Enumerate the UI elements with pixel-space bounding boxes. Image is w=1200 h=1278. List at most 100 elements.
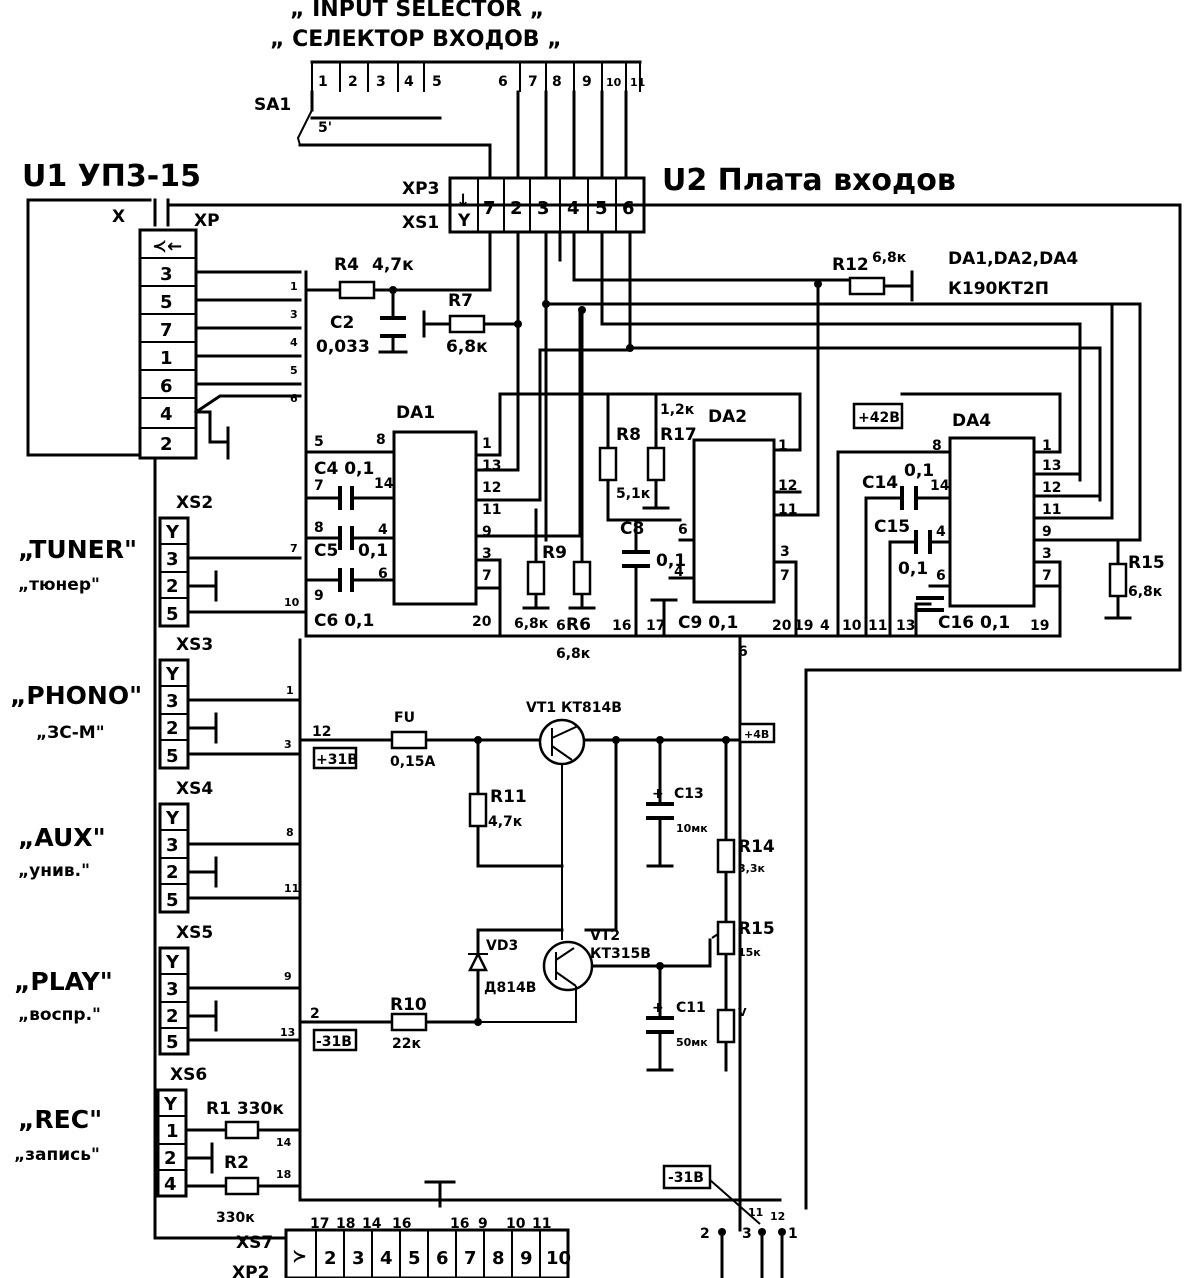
c8-val: 0,1 <box>656 551 686 571</box>
svg-text:7: 7 <box>780 568 790 584</box>
r10-ref: R10 <box>390 995 427 1015</box>
svg-text:5: 5 <box>166 890 179 911</box>
svg-text:3: 3 <box>166 835 179 856</box>
xs1-pin-4: 4 <box>567 198 580 219</box>
ic-da2: DA2 1 12 11 3 7 6 4 17 C9 0,1 20 19 4 6 <box>556 398 830 638</box>
da4-label: DA4 <box>952 411 991 431</box>
r8-r17-c8: R8 5,1к 1,2к R17 C8 0,1 16 <box>598 392 697 638</box>
svg-text:12: 12 <box>312 724 331 740</box>
svg-text:13: 13 <box>280 1026 295 1039</box>
svg-text:1: 1 <box>286 684 294 697</box>
svg-text:Y: Y <box>165 808 180 829</box>
r9-r6: R9 6,8к R6 6,8к <box>514 508 596 662</box>
svg-text:5: 5 <box>314 434 324 450</box>
sa1-pin-9: 9 <box>582 74 592 90</box>
input-rec-en: „REC" <box>18 1105 102 1134</box>
svg-text:16: 16 <box>612 618 631 634</box>
r17-ref: R17 <box>660 425 697 445</box>
sa1-mark: 5' <box>318 120 332 136</box>
ic-type: К190КТ2П <box>948 279 1049 299</box>
r2-val: 330к <box>216 1210 255 1226</box>
svg-text:11: 11 <box>1042 502 1061 518</box>
svg-text:8: 8 <box>376 432 386 448</box>
u1-block: X XP ≺← 3 5 7 1 6 4 2 1 3 4 5 6 <box>26 198 1182 460</box>
c16-label: C16 0,1 <box>938 613 1010 633</box>
svg-text:4: 4 <box>936 524 946 540</box>
svg-text:14: 14 <box>930 478 950 494</box>
svg-text:8: 8 <box>314 520 324 536</box>
svg-text:18: 18 <box>276 1168 291 1181</box>
svg-text:8: 8 <box>492 1248 505 1269</box>
r2-ref: R2 <box>224 1153 249 1173</box>
r9-ref: R9 <box>542 543 567 563</box>
xp-pin-3: 3 <box>160 264 173 285</box>
svg-text:2: 2 <box>166 1006 179 1027</box>
c2-val: 0,033 <box>316 337 370 357</box>
svg-text:13: 13 <box>896 618 915 634</box>
svg-text:3: 3 <box>284 738 292 751</box>
c11-ref: C11 <box>676 1000 706 1016</box>
svg-text:4: 4 <box>290 336 298 349</box>
input-tuner-ru: „тюнер" <box>18 575 100 595</box>
svg-text:7: 7 <box>314 478 324 494</box>
svg-text:14: 14 <box>276 1136 292 1149</box>
xs2: XS2 Y 3 2 5 7 10 <box>158 493 308 628</box>
r6-ref: R6 <box>566 615 591 635</box>
svg-text:3: 3 <box>166 549 179 570</box>
svg-text:5: 5 <box>166 604 179 625</box>
svg-text:V: V <box>738 1006 747 1019</box>
xs6-label: XS6 <box>170 1065 207 1085</box>
vd3-ref: VD3 <box>486 938 518 954</box>
xp-pin-4: 4 <box>160 404 173 425</box>
da2-label: DA2 <box>708 407 747 427</box>
sa1-pin-1: 1 <box>318 74 328 90</box>
svg-text:3: 3 <box>742 1226 752 1242</box>
svg-text:8: 8 <box>286 826 294 839</box>
xp-label: XP <box>194 211 220 231</box>
svg-text:5: 5 <box>166 746 179 767</box>
svg-text:17: 17 <box>646 618 665 634</box>
r4-ref: R4 <box>334 255 359 275</box>
xs1-pin-6: 6 <box>622 198 635 219</box>
c15-ref: C15 <box>874 517 910 537</box>
c13-ref: C13 <box>674 786 704 802</box>
r1-label: R1 330к <box>206 1099 284 1119</box>
svg-text:3: 3 <box>780 544 790 560</box>
svg-text:4: 4 <box>380 1248 393 1269</box>
svg-text:1: 1 <box>166 1121 179 1142</box>
r15b-ref: R15 <box>738 919 775 939</box>
xs2-label: XS2 <box>176 493 213 513</box>
vt2-ref: VT2 <box>590 928 620 944</box>
svg-text:8: 8 <box>932 438 942 454</box>
svg-text:2: 2 <box>166 718 179 739</box>
xs1-pin-5: 5 <box>595 198 608 219</box>
svg-text:9: 9 <box>1042 524 1052 540</box>
xp-pin-2: 2 <box>160 434 173 455</box>
svg-text:11: 11 <box>284 882 299 895</box>
svg-text:5: 5 <box>408 1248 421 1269</box>
svg-text:1: 1 <box>788 1226 798 1242</box>
c8-ref: C8 <box>620 519 644 539</box>
c9-label: C9 0,1 <box>678 613 738 633</box>
svg-text:9: 9 <box>478 1216 488 1232</box>
input-rec-ru: „запись" <box>14 1145 100 1165</box>
svg-text:6: 6 <box>436 1248 449 1269</box>
svg-text:20: 20 <box>472 614 492 630</box>
svg-text:9: 9 <box>482 524 492 540</box>
svg-text:20: 20 <box>772 618 792 634</box>
supply-p4: +4В <box>744 728 769 741</box>
svg-text:1: 1 <box>290 280 298 293</box>
c14-val: 0,1 <box>904 461 934 481</box>
svg-text:1: 1 <box>1042 438 1052 454</box>
svg-text:14: 14 <box>362 1216 382 1232</box>
svg-text:10: 10 <box>506 1216 526 1232</box>
supply-p42: +42В <box>858 410 900 426</box>
svg-text:Y: Y <box>457 211 471 231</box>
input-phono-ru: „ЗС-М" <box>36 723 105 743</box>
svg-text:18: 18 <box>336 1216 355 1232</box>
svg-text:2: 2 <box>166 576 179 597</box>
r15a-val: 6,8к <box>1128 584 1163 600</box>
svg-text:≻: ≻ <box>292 1246 307 1267</box>
svg-text:16: 16 <box>450 1216 469 1232</box>
xp3-label: XP3 <box>402 179 439 199</box>
